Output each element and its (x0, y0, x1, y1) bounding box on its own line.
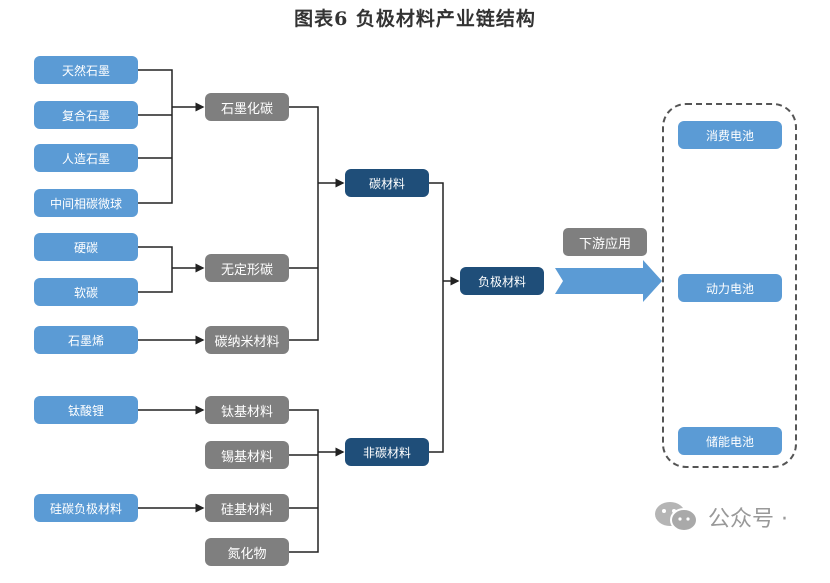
node-carbon-materials: 碳材料 (345, 169, 429, 197)
wechat-icon (652, 500, 702, 534)
node-amorphous-carbon: 无定形碳 (205, 254, 289, 282)
source-mcmb: 中间相碳微球 (34, 189, 138, 217)
node-nitride: 氮化物 (205, 538, 289, 566)
source-artificial-graphite: 人造石墨 (34, 144, 138, 172)
node-non-carbon-materials: 非碳材料 (345, 438, 429, 466)
line-natural (138, 69, 173, 204)
node-anode-materials: 负极材料 (460, 267, 544, 295)
downstream-arrow (555, 260, 662, 302)
node-graphitized-carbon: 石墨化碳 (205, 93, 289, 121)
source-silicon-carbon: 硅碳负极材料 (34, 494, 138, 522)
source-hard-carbon: 硬碳 (34, 233, 138, 261)
diagram-title: 图表6 负极材料产业链结构 (294, 8, 536, 30)
app-power-battery: 动力电池 (678, 274, 782, 302)
downstream-label: 下游应用 (563, 228, 647, 256)
app-storage-battery: 储能电池 (678, 427, 782, 455)
node-tin-based: 锡基材料 (205, 441, 289, 469)
node-silicon-based: 硅基材料 (205, 494, 289, 522)
node-titanium-based: 钛基材料 (205, 396, 289, 424)
watermark: 公众号 · (652, 500, 788, 534)
source-composite-graphite: 复合石墨 (34, 101, 138, 129)
source-graphene: 石墨烯 (34, 326, 138, 354)
source-natural-graphite: 天然石墨 (34, 56, 138, 84)
app-consumer-battery: 消费电池 (678, 121, 782, 149)
node-carbon-nano: 碳纳米材料 (205, 326, 289, 354)
source-lithium-titanate: 钛酸锂 (34, 396, 138, 424)
watermark-text: 公众号 · (708, 507, 788, 532)
applications-group (662, 103, 797, 468)
source-soft-carbon: 软碳 (34, 278, 138, 306)
